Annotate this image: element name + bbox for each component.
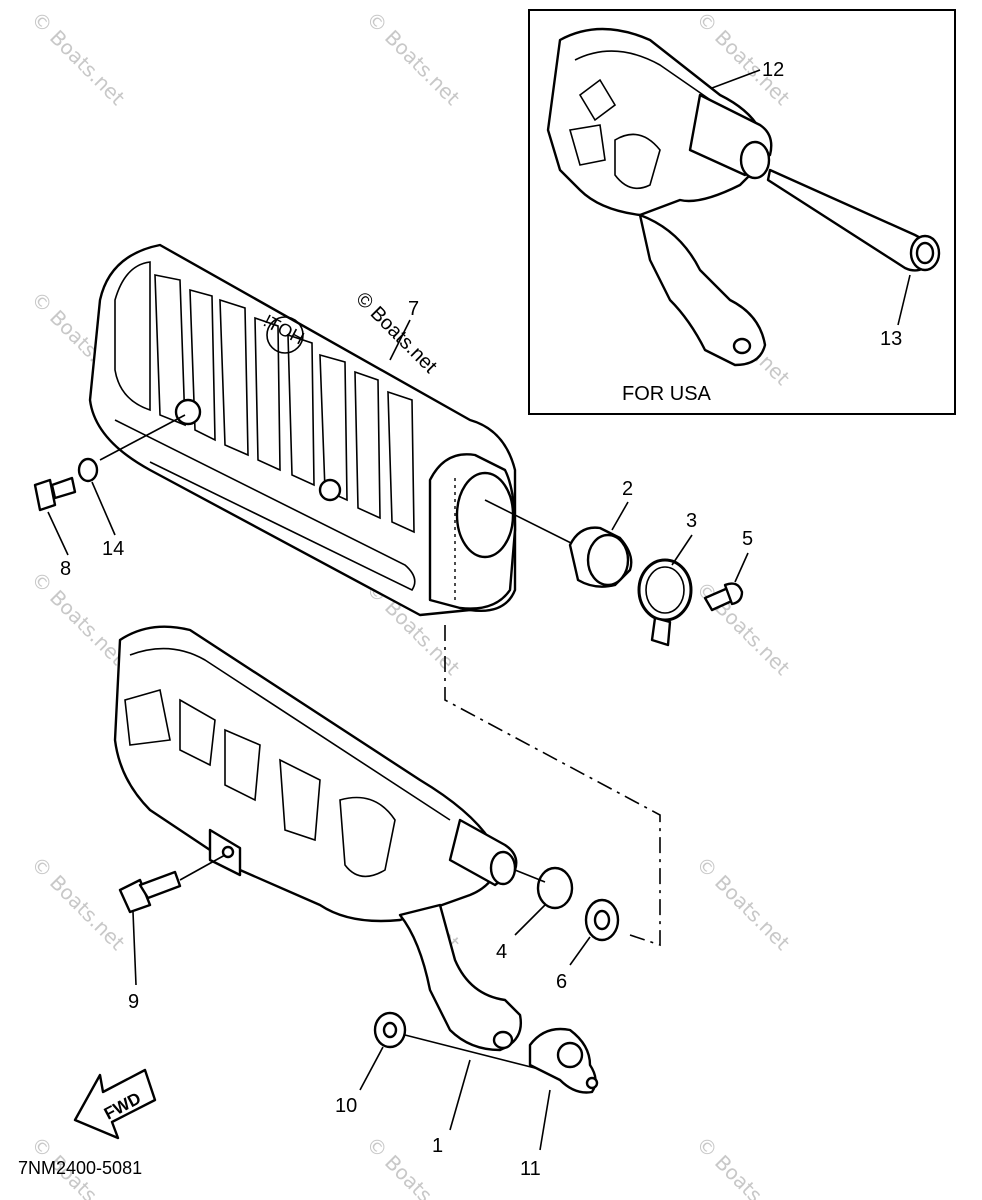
watermark: © Boats.net — [26, 7, 129, 110]
screw-part-5: 5 — [703, 528, 753, 612]
bush-part: 2 — [484, 478, 633, 588]
callout-5: 5 — [742, 528, 753, 550]
gasket-part-11: 11 — [520, 1027, 599, 1180]
callout-7: 7 — [408, 298, 419, 320]
callout-1: 1 — [432, 1135, 443, 1157]
callout-4: 4 — [496, 941, 507, 963]
callout-6: 6 — [556, 971, 567, 993]
callout-8: 8 — [60, 558, 71, 580]
inset-label: FOR USA — [622, 383, 712, 405]
callout-3: 3 — [686, 510, 697, 532]
clamp-part: 3 — [637, 510, 697, 647]
watermark: © Boats.net — [26, 852, 129, 955]
watermark: © Boats.net — [691, 1132, 794, 1200]
watermark: © Boats.net — [691, 852, 794, 955]
watermark: © Boats.net — [361, 1132, 464, 1200]
heat-shield: HOT! 7 © Boats.net — [88, 243, 517, 617]
callout-14: 14 — [102, 538, 124, 560]
cap-part-4: 4 — [496, 866, 574, 963]
callout-12: 12 — [762, 59, 784, 81]
callout-11: 11 — [520, 1158, 541, 1180]
fwd-arrow-icon: FWD — [73, 1068, 157, 1140]
watermark: © Boats.net — [26, 567, 129, 670]
watermark: © Boats.net — [361, 7, 464, 110]
bolt-washer-8-14: 8 14 — [33, 414, 186, 580]
washer-part-6: 6 — [556, 898, 620, 993]
callout-9: 9 — [128, 991, 139, 1013]
diagram-code: 7NM2400-5081 — [18, 1158, 142, 1178]
muffler-assembly: 1 — [113, 625, 522, 1157]
callout-13: 13 — [880, 328, 902, 350]
callout-10: 10 — [335, 1095, 357, 1117]
inset-for-usa: 12 13 FOR USA — [528, 9, 956, 415]
flange-bolt-9: 9 — [118, 854, 226, 1013]
assembly-centerline — [444, 625, 661, 947]
nut-part-10: 10 — [335, 1011, 591, 1117]
callout-2: 2 — [622, 478, 633, 500]
